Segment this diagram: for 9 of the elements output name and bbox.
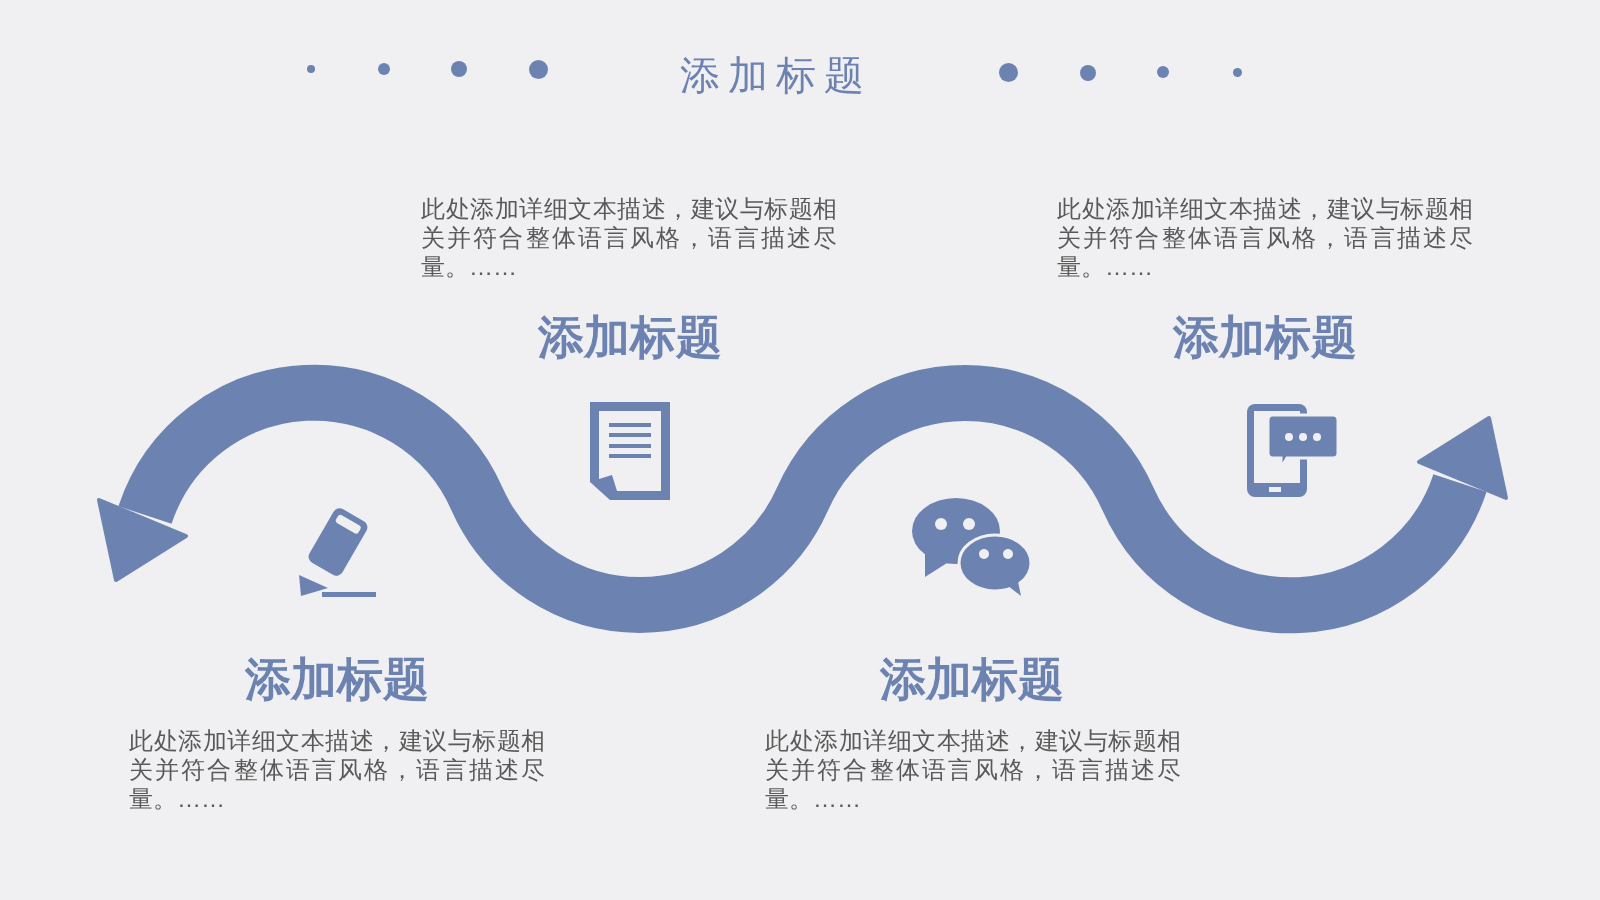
step-description: 此处添加详细文本描述，建议与标题相关并符合整体语言风格，语言描述尽量。…… xyxy=(129,726,545,813)
step-heading: 添加标题 xyxy=(1173,310,1357,365)
step-heading: 添加标题 xyxy=(880,652,1064,707)
step-description: 此处添加详细文本描述，建议与标题相关并符合整体语言风格，语言描述尽量。…… xyxy=(765,726,1181,813)
step-description: 此处添加详细文本描述，建议与标题相关并符合整体语言风格，语言描述尽量。…… xyxy=(421,194,837,281)
slide-title: 添加标题 xyxy=(679,52,872,99)
step-heading: 添加标题 xyxy=(538,310,722,365)
step-description: 此处添加详细文本描述，建议与标题相关并符合整体语言风格，语言描述尽量。…… xyxy=(1057,194,1473,281)
step-heading: 添加标题 xyxy=(245,652,429,707)
